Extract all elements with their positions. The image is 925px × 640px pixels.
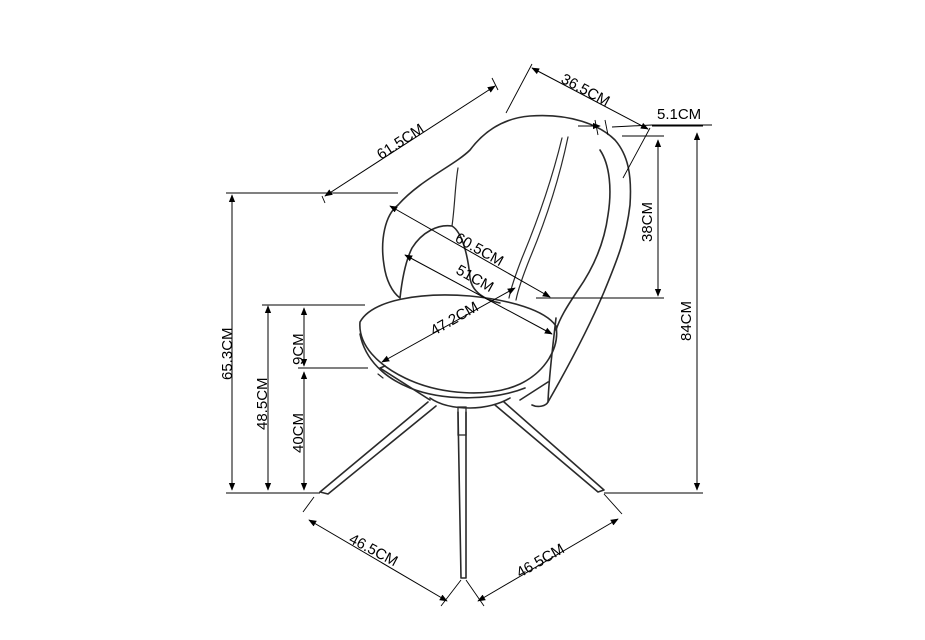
right-side-panel [547, 317, 557, 403]
leg-front-left [319, 401, 437, 495]
label-overall-depth: 61.5CM [374, 120, 427, 163]
label-total-height: 84CM [678, 301, 695, 341]
label-back-width: 36.5CM [558, 71, 612, 111]
label-cushion-thickness: 9CM [290, 333, 307, 365]
armrest-inner [451, 167, 459, 227]
label-base-left: 46.5CM [346, 531, 400, 571]
leg-front-center [457, 411, 467, 579]
rear-leg-stub [377, 373, 384, 379]
swivel-stem [457, 406, 467, 436]
label-armrest-height: 65.3CM [219, 327, 236, 380]
label-back-thickness: 5.1CM [657, 106, 701, 123]
chair-drawing [319, 114, 632, 579]
label-seat-height: 48.5CM [254, 377, 271, 430]
label-base-right: 46.5CM [514, 540, 568, 581]
back-center-seam [515, 136, 569, 301]
base-plate [429, 397, 511, 409]
leg-back-left [379, 365, 431, 401]
label-seat-width: 51CM [453, 262, 496, 296]
leg-back-left-2 [519, 381, 549, 401]
leg-back-right [494, 401, 605, 493]
chair-back-shell [397, 114, 632, 408]
label-seat-depth: 47.2CM [428, 298, 482, 339]
label-backrest-height: 38CM [639, 202, 656, 242]
dimension-lines [226, 63, 712, 607]
back-center-seam-2 [508, 137, 563, 299]
label-base-height: 40CM [290, 413, 307, 453]
chair-back-inner [555, 149, 611, 331]
